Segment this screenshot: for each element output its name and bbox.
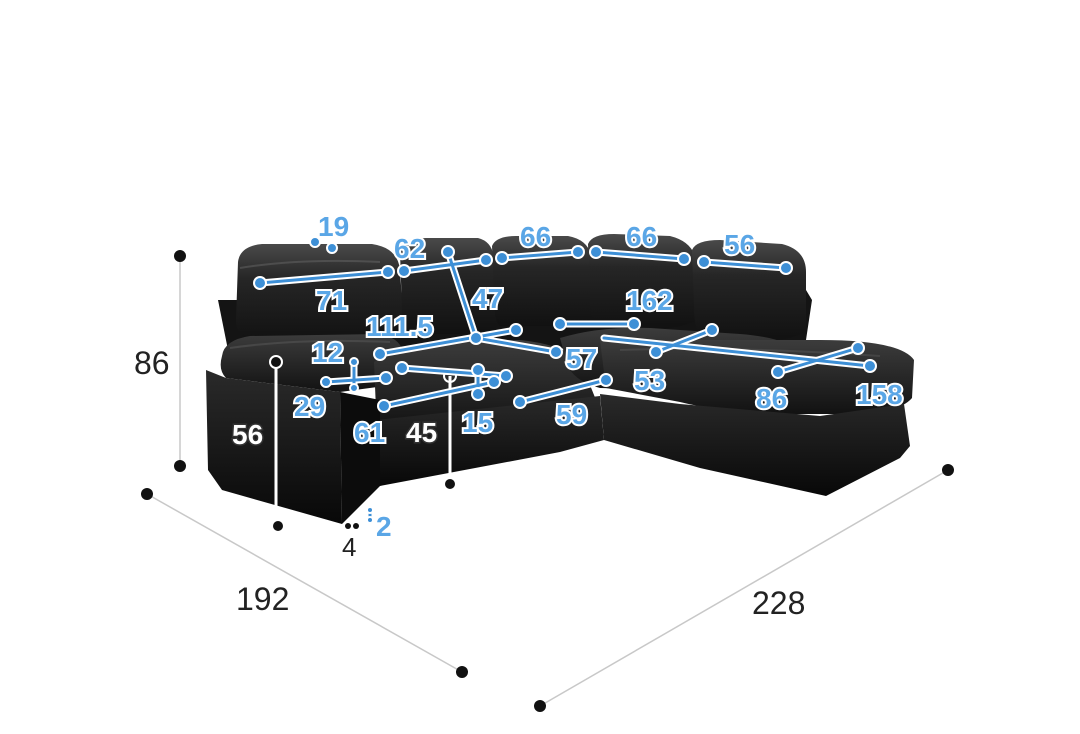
label-back-width-4: 56	[724, 229, 755, 260]
label-leg-height: 4	[342, 532, 356, 562]
back-cushion-1	[236, 244, 404, 343]
depth-start-dot	[141, 488, 153, 500]
height-label: 86	[134, 345, 170, 381]
label-cushion-thickness: 15	[462, 407, 493, 438]
label-chaise-width: 53	[634, 365, 665, 396]
leg-dots	[345, 523, 359, 529]
height-bottom-dot	[174, 460, 186, 472]
label-chaise-depth: 86	[756, 383, 787, 414]
arm-height-top-dot	[269, 355, 283, 369]
width-end-dot	[942, 464, 954, 476]
width-line	[539, 469, 949, 707]
label-arm-height: 29	[294, 391, 325, 422]
chaise-cushion	[600, 340, 914, 414]
label-chaise-length: 158	[856, 379, 903, 410]
arm-height-label: 56	[232, 419, 263, 450]
width-start-dot	[534, 700, 546, 712]
label-seat-width: 111.5	[366, 311, 433, 342]
label-back-width-2: 66	[520, 221, 551, 252]
label-arm-length: 71	[316, 285, 347, 316]
label-seat-depth-2: 59	[556, 399, 587, 430]
label-arm-width: 12	[312, 337, 343, 368]
label-seat-depth: 57	[566, 343, 597, 374]
label-inner-width: 162	[626, 285, 673, 316]
label-seat-front: 61	[354, 417, 385, 448]
blue-dimension-dots	[253, 236, 877, 524]
depth-label: 192	[236, 581, 289, 617]
height-top-dot	[174, 250, 186, 262]
overall-dimensions	[141, 250, 954, 712]
label-back-width-1: 62	[394, 233, 425, 264]
label-back-cushion-depth: 19	[318, 211, 349, 242]
arm-height-bottom-dot	[273, 521, 283, 531]
label-back-slope: 47	[472, 283, 503, 314]
depth-line	[146, 493, 463, 673]
seat-height-label: 45	[406, 417, 437, 448]
label-leg-clearance: 2	[376, 511, 392, 542]
depth-end-dot	[456, 666, 468, 678]
seat-height-bottom-dot	[443, 477, 457, 491]
label-back-width-3: 66	[626, 221, 657, 252]
width-label: 228	[752, 585, 805, 621]
